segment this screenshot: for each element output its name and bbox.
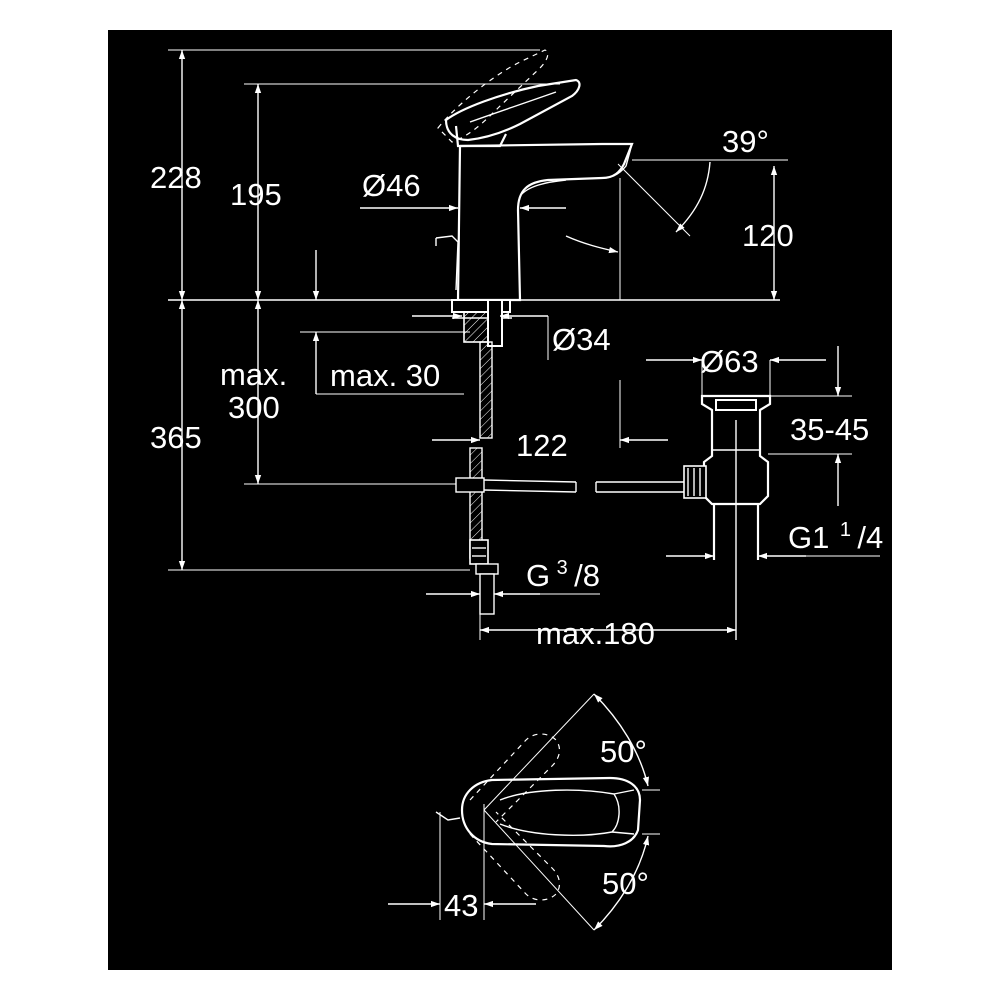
dimension-max30: max. 30 (300, 250, 470, 395)
label-angle50-bottom: 50° (602, 866, 649, 901)
label-max180: max.180 (536, 616, 655, 651)
dimension-angle39: 39° (617, 124, 788, 237)
label-g1: G1 1 /4 (788, 519, 883, 555)
label-228: 228 (150, 160, 202, 195)
label-max30: max. 30 (330, 358, 440, 393)
dimension-g3-8: G 3 /8 (426, 557, 600, 598)
dimension-43: 43 (388, 888, 536, 923)
dimension-228: 228 (150, 49, 540, 300)
dimension-dia63: Ø63 (646, 344, 826, 396)
label-43: 43 (444, 888, 478, 923)
dimension-122: 122 (432, 380, 668, 463)
label-dia46: Ø46 (362, 168, 421, 203)
label-angle50-top: 50° (600, 734, 647, 769)
label-angle39: 39° (722, 124, 769, 159)
dimension-g1-1-4: G1 1 /4 (666, 519, 883, 560)
faucet-top-view (435, 693, 660, 931)
label-g3-8: G 3 /8 (526, 557, 600, 593)
dimension-35-45: 35-45 (768, 346, 869, 506)
label-120: 120 (742, 218, 794, 253)
label-35-45: 35-45 (790, 412, 869, 447)
dimension-max180: max.180 (479, 590, 736, 651)
dimension-angle50-bottom: 50° (593, 835, 650, 931)
dimension-120: 120 (565, 166, 794, 300)
dimension-angle50-top: 50° (593, 693, 650, 787)
label-195: 195 (230, 177, 282, 212)
faucet-side-view (435, 49, 772, 640)
dimension-dia34: Ø34 (412, 312, 611, 360)
label-max300-line1: max. (220, 357, 287, 392)
label-dia34: Ø34 (552, 322, 611, 357)
label-max300-line2: 300 (228, 390, 280, 425)
label-365: 365 (150, 420, 202, 455)
dimension-195: 195 (230, 83, 560, 300)
dimension-max300: max. 300 (220, 300, 456, 485)
drawing-panel (108, 30, 892, 970)
label-122: 122 (516, 428, 568, 463)
label-dia63: Ø63 (700, 344, 759, 379)
dimension-dia46: Ø46 (360, 168, 566, 212)
dimension-365: 365 (150, 300, 470, 571)
